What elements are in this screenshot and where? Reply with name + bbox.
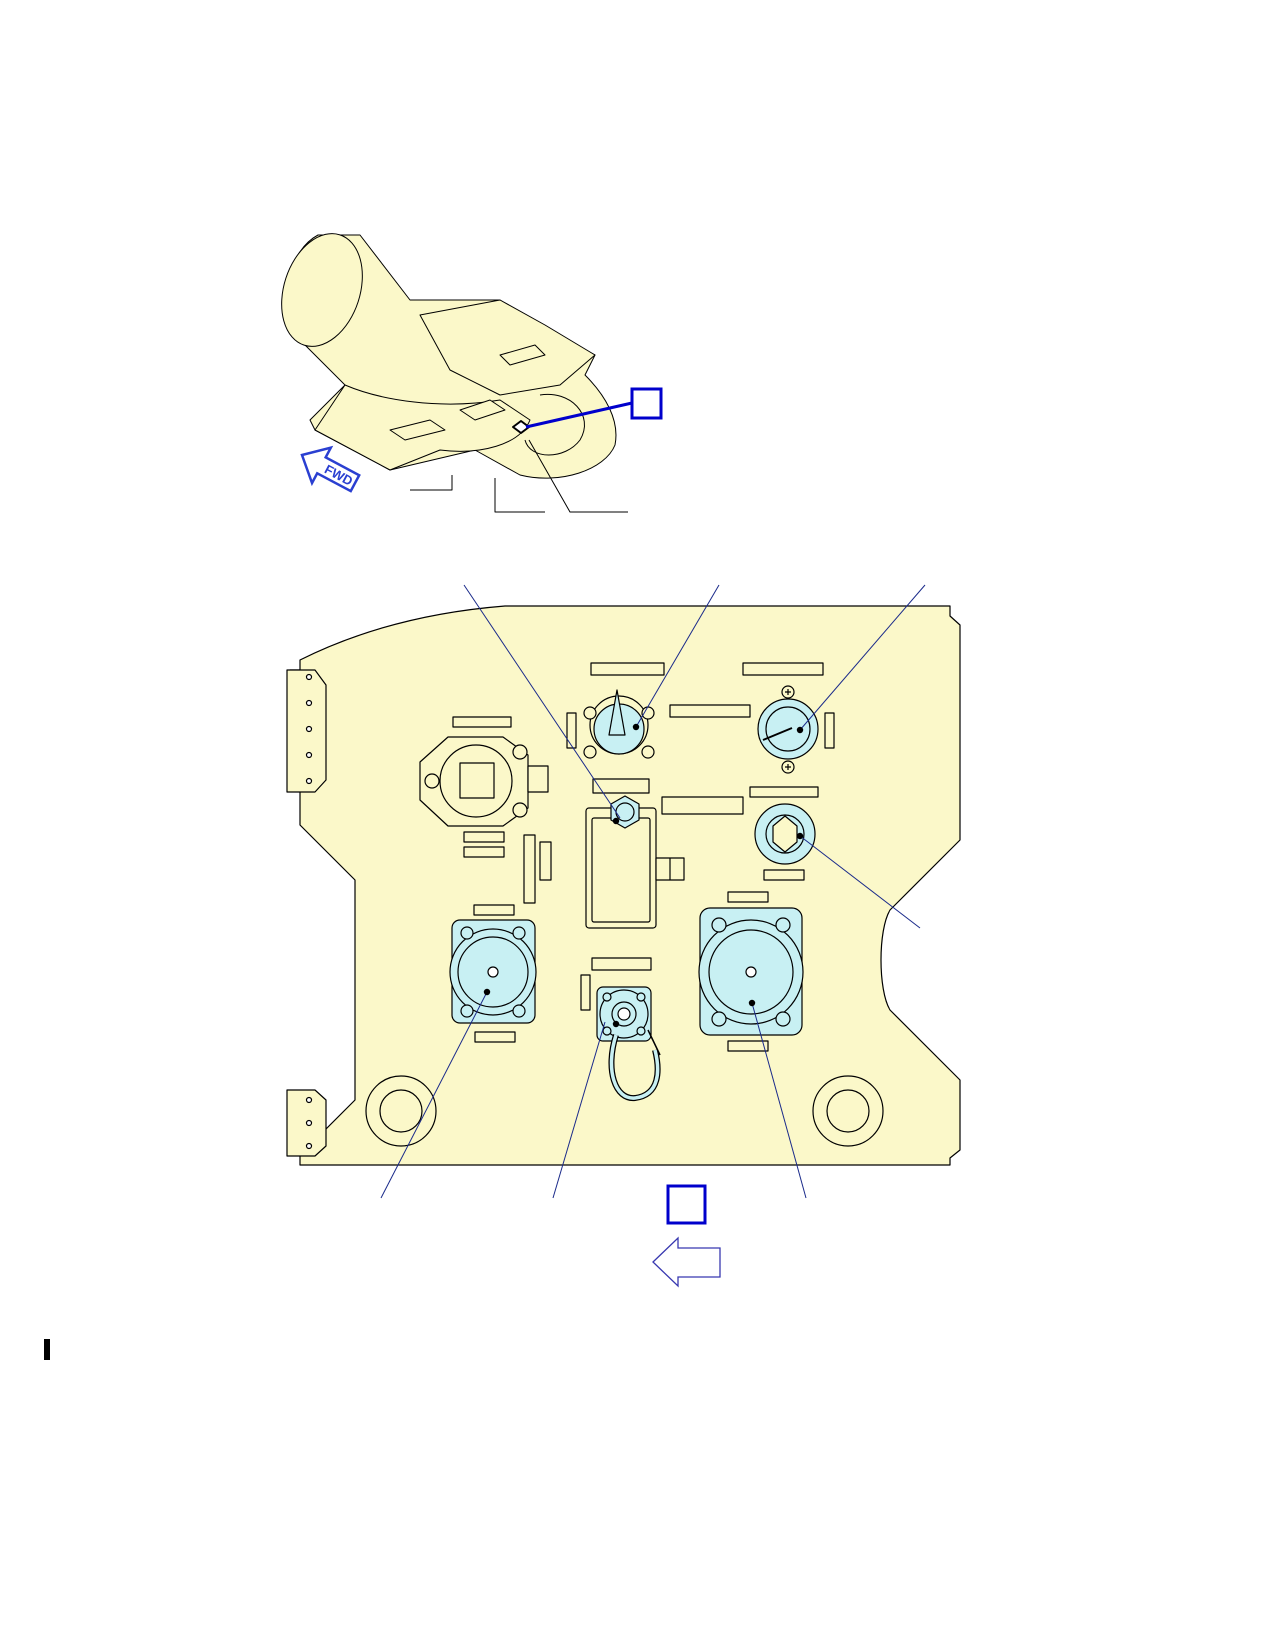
coupling-right <box>698 907 804 1036</box>
leader-dots <box>483 723 804 1028</box>
hex-nut-fitting <box>610 795 640 829</box>
revision-change-bar <box>44 1339 50 1360</box>
cowl-panel <box>419 299 596 396</box>
placards <box>452 662 835 1052</box>
square-fitting <box>419 736 549 827</box>
component-leaders <box>380 584 926 1199</box>
pressure-gauge <box>757 685 819 774</box>
nacelle-locator-view <box>281 233 628 513</box>
valve-housing <box>585 807 685 929</box>
panel-boss-right <box>812 1075 884 1147</box>
nacelle-inlet <box>281 233 363 347</box>
view-callout-box-icon <box>666 1184 707 1225</box>
service-panel <box>286 605 961 1166</box>
mount-tab-upper <box>286 669 327 793</box>
lobed-connector <box>754 803 816 865</box>
callout-box-icon <box>630 387 663 420</box>
callout-leader <box>525 401 633 429</box>
coupling-center <box>596 986 661 1102</box>
panel-boss-left <box>365 1075 437 1147</box>
locator-callout <box>525 387 663 429</box>
direction-arrow-icon <box>652 1236 721 1288</box>
selector-knob <box>583 689 655 759</box>
coupling-left <box>449 919 537 1024</box>
